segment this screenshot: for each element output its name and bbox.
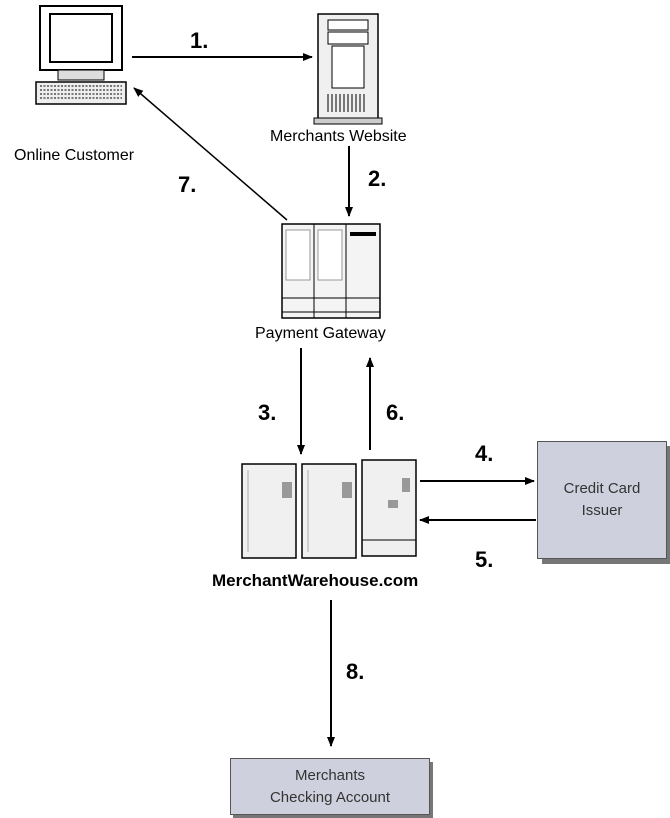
credit-card-issuer-line-2: Issuer <box>582 500 623 522</box>
gateway-cabinet-icon <box>282 224 380 318</box>
credit-card-issuer-line-1: Credit Card <box>564 478 641 500</box>
step-3-label: 3. <box>258 400 276 426</box>
step-2-label: 2. <box>368 166 386 192</box>
web-server-icon <box>314 14 382 124</box>
credit-card-issuer-box: Credit Card Issuer <box>537 441 667 559</box>
online-customer-label: Online Customer <box>14 147 134 165</box>
computer-icon <box>36 6 126 104</box>
payment-gateway-label: Payment Gateway <box>255 325 386 343</box>
checking-account-box: Merchants Checking Account <box>230 758 430 815</box>
server-icon-1 <box>242 464 296 558</box>
arrow-step-7 <box>134 88 287 220</box>
merchants-website-label: Merchants Website <box>270 128 407 146</box>
merchant-warehouse-label: MerchantWarehouse.com <box>212 571 418 591</box>
server-icon-2 <box>302 464 356 558</box>
step-1-label: 1. <box>190 28 208 54</box>
checking-account-line-1: Merchants <box>295 765 365 787</box>
checking-account-line-2: Checking Account <box>270 787 390 809</box>
step-5-label: 5. <box>475 547 493 573</box>
step-6-label: 6. <box>386 400 404 426</box>
step-8-label: 8. <box>346 659 364 685</box>
step-4-label: 4. <box>475 441 493 467</box>
server-icon-3 <box>362 460 416 556</box>
step-7-label: 7. <box>178 172 196 198</box>
